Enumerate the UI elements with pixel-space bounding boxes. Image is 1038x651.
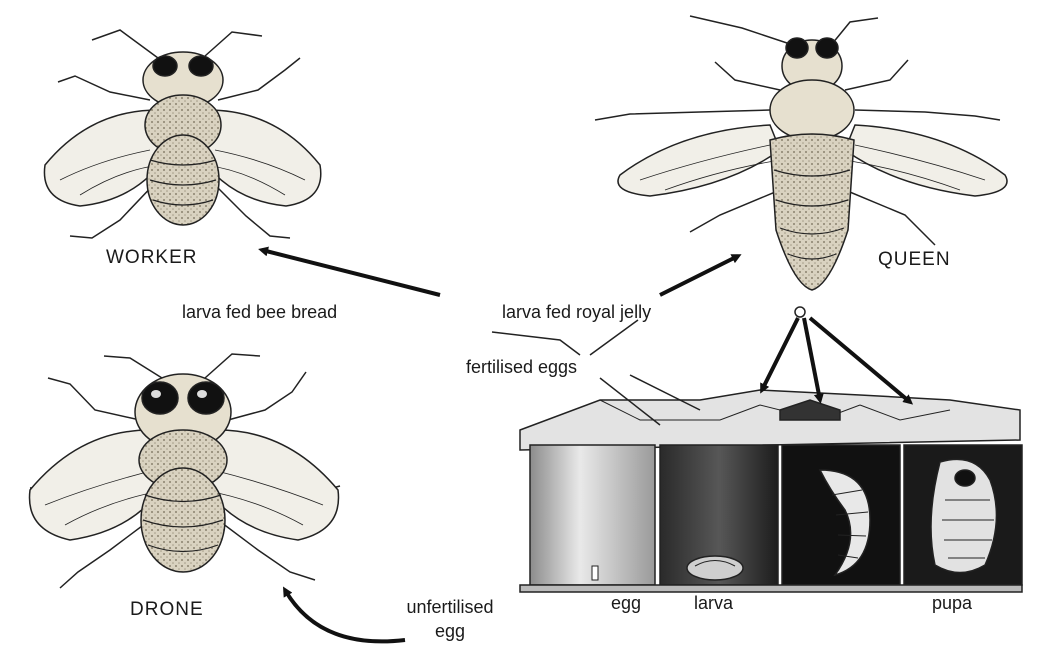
arrow-to-cell-2 <box>804 318 820 400</box>
arrow-to-cell-1 <box>762 318 798 390</box>
stage-egg-label: egg <box>611 594 641 612</box>
bee-bread-label: larva fed bee bread <box>182 303 337 321</box>
royal-jelly-label: larva fed royal jelly <box>502 303 651 321</box>
unfertilised-egg-label-line1: unfertilised <box>370 598 530 616</box>
stage-pupa-label: pupa <box>932 594 972 612</box>
arrow-to-worker <box>262 250 440 295</box>
worker-label: WORKER <box>106 248 198 267</box>
drone-bee-illustration <box>30 354 341 588</box>
drone-label: DRONE <box>130 600 204 619</box>
arrow-to-cell-3 <box>810 318 910 402</box>
arrow-to-queen <box>660 256 738 295</box>
fertilised-eggs-label: fertilised eggs <box>466 358 577 376</box>
stage-larva-label: larva <box>694 594 733 612</box>
honeycomb-cells <box>520 390 1022 592</box>
worker-bee-illustration <box>44 30 320 238</box>
unfertilised-egg-label-line2: egg <box>370 622 530 640</box>
queen-label: QUEEN <box>878 250 951 269</box>
